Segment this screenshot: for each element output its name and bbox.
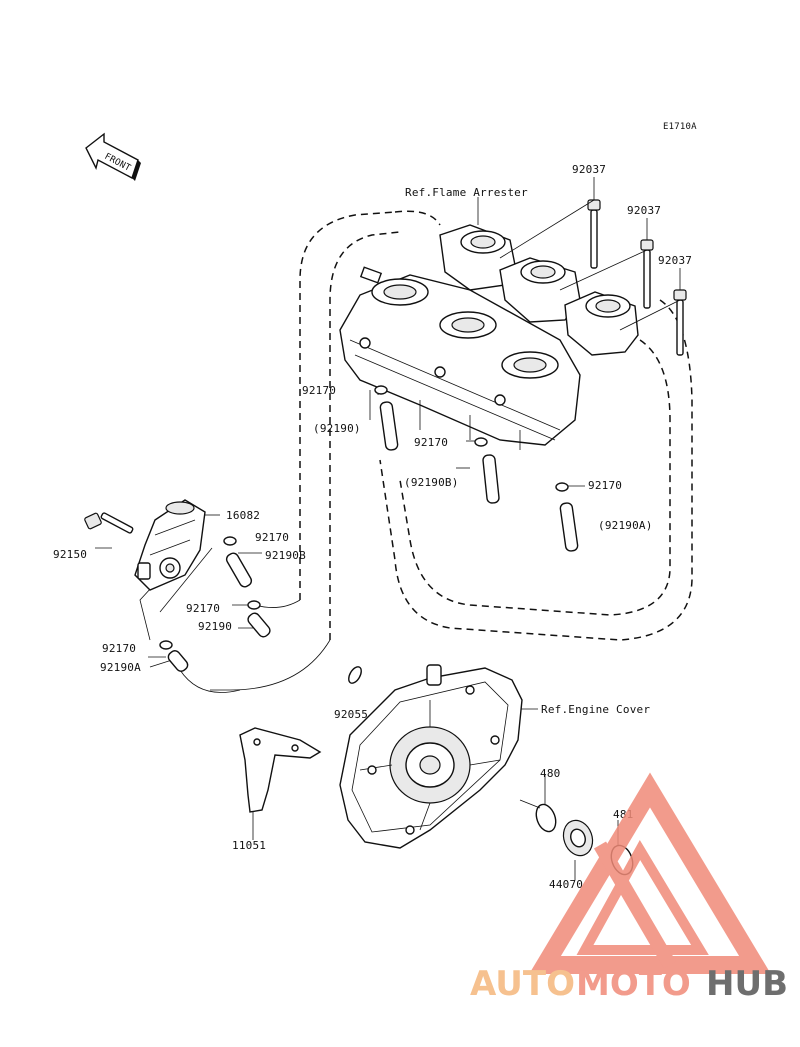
label-92037-c: 92037 — [658, 254, 692, 267]
label-92190b-b: 92190B — [265, 549, 306, 562]
label-92170-f: 92170 — [102, 642, 136, 655]
label-92170-d: 92170 — [255, 531, 289, 544]
watermark-brand-auto: AUTO — [470, 964, 575, 1004]
watermark-triangle-icon — [529, 772, 771, 974]
label-16082: 16082 — [226, 509, 260, 522]
label-92150: 92150 — [53, 548, 87, 561]
label-92190b-a: (92190B) — [404, 476, 459, 489]
bolt-92150 — [84, 512, 134, 534]
label-44070: 44070 — [549, 878, 583, 891]
front-arrow-icon: FRONT — [85, 132, 141, 181]
throttle-body-assembly — [339, 266, 581, 450]
label-92037-b: 92037 — [627, 204, 661, 217]
label-92170-a: 92170 — [302, 384, 336, 397]
label-92170-b: 92170 — [414, 436, 448, 449]
hose-route-lines — [139, 210, 693, 693]
label-480: 480 — [540, 767, 560, 780]
diagram-code: E1710A — [663, 122, 697, 132]
ref-flame-arrester: Ref.Flame Arrester — [405, 186, 528, 199]
leader-lines — [95, 177, 681, 880]
watermark-brand-moto: MOTO — [576, 964, 691, 1004]
o-ring-92055 — [348, 666, 362, 684]
clamps-92170 — [159, 385, 569, 650]
label-92170-c: 92170 — [588, 479, 622, 492]
bracket-11051 — [239, 727, 322, 813]
label-92170-e: 92170 — [186, 602, 220, 615]
label-92055: 92055 — [334, 708, 368, 721]
watermark-brand-hub: HUB — [706, 964, 788, 1004]
hoses — [167, 401, 579, 672]
automotohub-watermark: AUTO MOTO HUB — [470, 772, 788, 1004]
pump-regulator-16082 — [134, 499, 206, 591]
bolts-92037 — [587, 199, 687, 356]
engine-cover — [339, 664, 523, 849]
label-92190-a: (92190) — [313, 422, 361, 435]
label-92190: 92190 — [198, 620, 232, 633]
flame-arrester-flanges — [439, 224, 639, 356]
ref-engine-cover: Ref.Engine Cover — [541, 703, 650, 716]
label-92037-a: 92037 — [572, 163, 606, 176]
label-92190a-a: (92190A) — [598, 519, 653, 532]
label-11051: 11051 — [232, 839, 266, 852]
label-92190a-b: 92190A — [100, 661, 141, 674]
